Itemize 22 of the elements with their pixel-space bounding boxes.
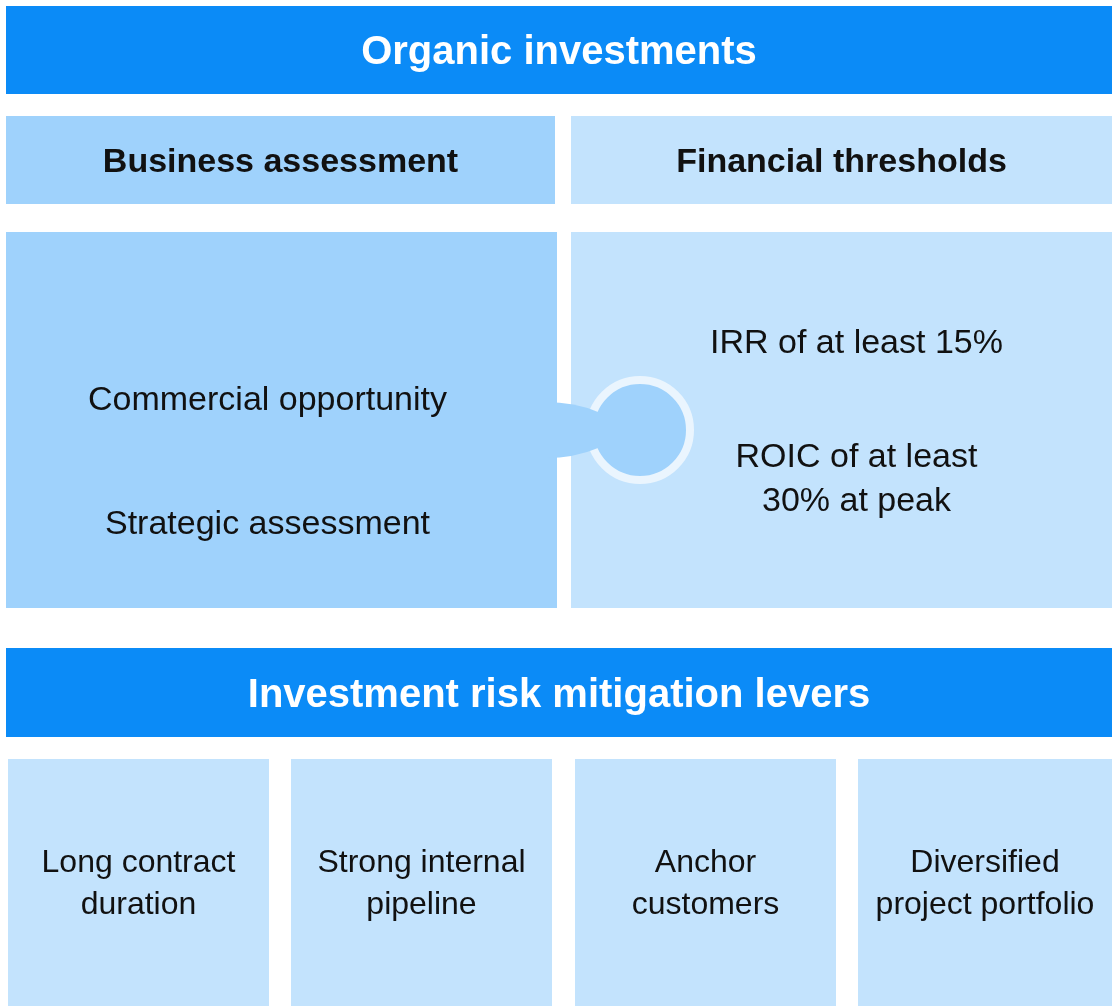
lever-card: [8, 759, 269, 1006]
lever-card: [858, 759, 1112, 1006]
puzzle-panel: [6, 232, 557, 608]
item-text: IRR of at least 15%: [710, 320, 1003, 362]
item-text: ROIC of at least 30% at peak: [734, 434, 979, 521]
item-text: Commercial opportunity: [88, 377, 447, 419]
item-text: Anchor customers: [630, 841, 781, 923]
item-text: Diversified project portfolio: [874, 841, 1096, 923]
heading: Investment risk mitigation levers: [247, 669, 871, 717]
puzzle-panel: [571, 232, 1112, 608]
item-text: Strategic assessment: [105, 502, 430, 543]
heading: Organic investments: [361, 27, 757, 74]
lever-card: [575, 759, 836, 1006]
item-text: Strong internal pipeline: [316, 841, 527, 923]
title-banner: [6, 6, 1112, 94]
section-banner: [6, 648, 1112, 737]
header-panel: [571, 116, 1112, 204]
header-panel: [6, 116, 555, 204]
item-text: Long contract duration: [40, 841, 237, 923]
lever-card: [291, 759, 552, 1006]
heading: Financial thresholds: [676, 139, 1007, 181]
heading: Business assessment: [102, 139, 459, 181]
